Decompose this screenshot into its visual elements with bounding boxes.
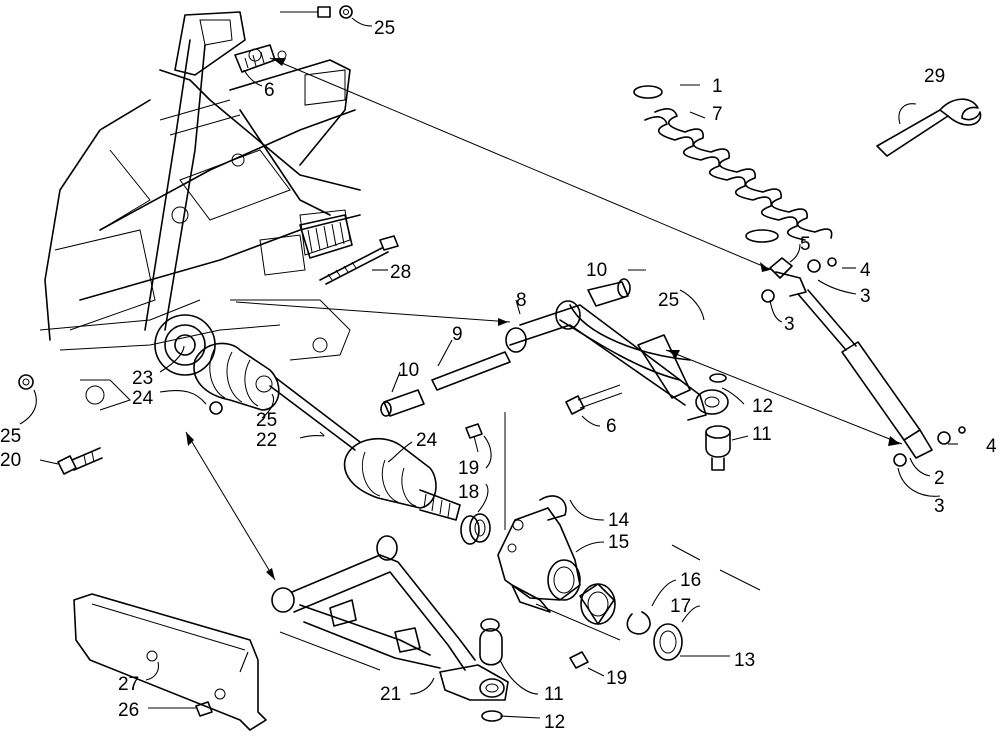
callout-19-upper: 19 <box>458 458 479 479</box>
callout-10-lower: 10 <box>398 360 419 381</box>
top-bolt-assembly <box>199 5 353 62</box>
callout-3-middle: 3 <box>784 314 795 335</box>
shock-absorber <box>761 257 966 467</box>
callout-26: 26 <box>118 700 139 721</box>
callout-21: 21 <box>380 684 401 705</box>
coil-spring <box>633 85 833 243</box>
callout-5: 5 <box>800 234 811 255</box>
vehicle-frame <box>39 11 361 411</box>
callout-8: 8 <box>516 290 527 311</box>
callout-20: 20 <box>0 450 21 471</box>
callout-25-top: 25 <box>374 18 395 39</box>
callout-25-axle: 25 <box>256 410 277 431</box>
lower-a-arm <box>271 535 509 722</box>
callout-2: 2 <box>934 468 945 489</box>
callout-14: 14 <box>608 510 630 531</box>
callout-22: 22 <box>256 430 277 451</box>
upper-ball-joint <box>705 425 731 471</box>
callout-4-upper: 4 <box>860 260 871 281</box>
callout-7: 7 <box>712 104 723 125</box>
callout-6-top: 6 <box>264 80 275 101</box>
callout-11-upper: 11 <box>752 424 772 445</box>
callout-16: 16 <box>680 570 701 591</box>
callout-29: 29 <box>924 66 945 87</box>
callout-6-arm: 6 <box>606 416 617 437</box>
bolt-20 <box>18 374 103 475</box>
callout-19-lower: 19 <box>606 668 627 689</box>
callout-25-left: 25 <box>0 426 21 447</box>
spanner-wrench <box>876 98 982 157</box>
upper-a-arm <box>380 278 729 421</box>
callout-25-arm: 25 <box>658 290 679 311</box>
callout-11-lower: 11 <box>544 684 564 705</box>
callout-13: 13 <box>734 650 755 671</box>
callout-10-upper: 10 <box>586 260 607 281</box>
callout-24-cv: 24 <box>416 430 438 451</box>
callout-9: 9 <box>452 324 463 345</box>
callout-4-lower: 4 <box>986 436 997 457</box>
skid-plate <box>73 593 267 731</box>
callout-28: 28 <box>390 262 411 283</box>
bolt-28 <box>319 235 399 285</box>
callout-12-lower: 12 <box>544 712 565 733</box>
callout-3-upper: 3 <box>860 286 871 307</box>
leader-lines <box>19 17 958 719</box>
callouts: 1 2 3 3 3 4 4 5 6 6 7 8 9 10 10 11 11 12… <box>0 18 997 733</box>
callout-12-upper: 12 <box>752 396 773 417</box>
callout-15: 15 <box>608 532 629 553</box>
assembly-lines <box>185 57 903 671</box>
callout-1: 1 <box>712 76 723 97</box>
callout-24-left: 24 <box>132 388 154 409</box>
callout-3-lower: 3 <box>934 496 945 517</box>
axle-shaft <box>154 314 491 543</box>
steering-knuckle <box>460 423 683 669</box>
callout-17: 17 <box>670 596 691 617</box>
callout-23: 23 <box>132 368 153 389</box>
callout-18: 18 <box>458 482 479 503</box>
callout-27: 27 <box>118 674 139 695</box>
